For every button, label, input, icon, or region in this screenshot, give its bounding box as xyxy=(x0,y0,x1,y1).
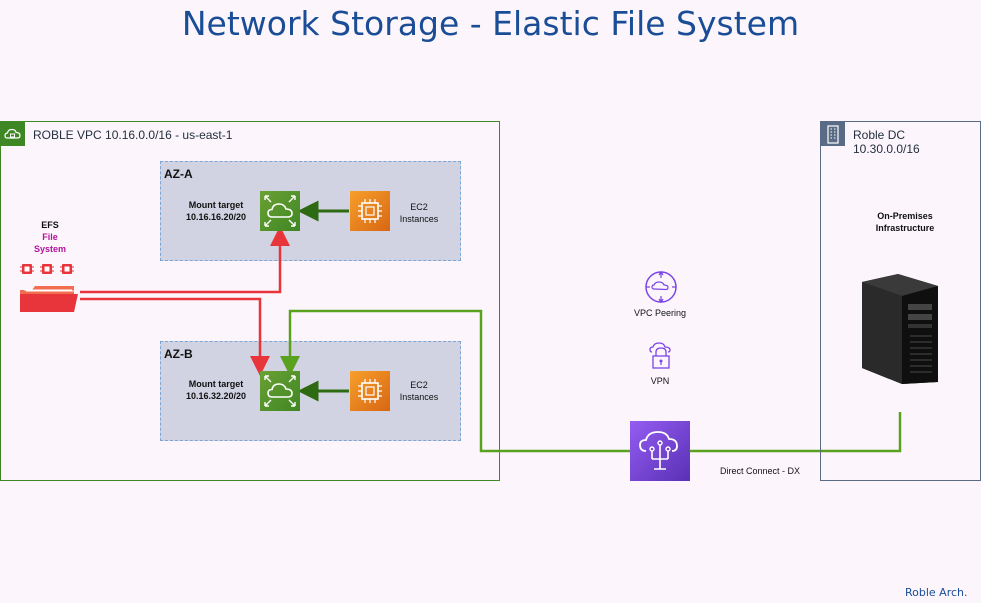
credit-label: Roble Arch. xyxy=(905,586,968,599)
data-center-cidr: 10.30.0.0/16 xyxy=(853,142,920,156)
az-a-mount-ip: 10.16.16.20/20 xyxy=(185,212,247,222)
vpc-label: ROBLE VPC 10.16.0.0/16 - us-east-1 xyxy=(33,128,233,142)
az-b-mount-target-title: Mount target xyxy=(188,379,244,389)
dx-link xyxy=(280,309,902,453)
efs-file-system-label: EFS File System xyxy=(25,219,75,255)
vpn-label: VPN xyxy=(650,376,670,386)
vpn-icon xyxy=(649,342,671,369)
az-a-label: AZ-A xyxy=(164,167,193,181)
efs-link-az-a xyxy=(80,226,290,294)
az-b-ec2-label: EC2 Instances xyxy=(399,379,439,403)
vpc-group: ROBLE VPC 10.16.0.0/16 - us-east-1 xyxy=(0,121,500,481)
efs-label-line2: File System xyxy=(33,232,67,254)
on-premises-label: On-Premises Infrastructure xyxy=(845,210,965,234)
server-icon xyxy=(862,274,938,384)
direct-connect-icon xyxy=(630,421,690,481)
az-a-ec2-line1: EC2 xyxy=(410,202,428,212)
az-b-ec2-line2: Instances xyxy=(399,392,439,402)
data-center-name: Roble DC xyxy=(853,128,906,142)
efs-link-az-b xyxy=(80,297,270,376)
efs-icon xyxy=(260,371,300,411)
ec2-icon xyxy=(350,191,390,231)
building-icon xyxy=(821,122,845,146)
az-b-label: AZ-B xyxy=(164,347,193,361)
az-b-ec2-line1: EC2 xyxy=(410,380,428,390)
on-premises-line2: Infrastructure xyxy=(875,223,935,233)
diagram-title: Network Storage - Elastic File System xyxy=(181,4,800,43)
cloud-lock-icon xyxy=(1,122,25,146)
az-b-mount-ip: 10.16.32.20/20 xyxy=(185,391,247,401)
vpc-peering-label: VPC Peering xyxy=(633,308,687,318)
file-system-icon xyxy=(20,264,78,312)
az-b-mount-target-label: Mount target 10.16.32.20/20 xyxy=(171,378,261,402)
az-a-mount-target-label: Mount target 10.16.16.20/20 xyxy=(171,199,261,223)
efs-icon xyxy=(260,191,300,231)
direct-connect-label: Direct Connect - DX xyxy=(719,466,801,476)
on-premises-line1: On-Premises xyxy=(877,211,933,221)
data-center-label: Roble DC 10.30.0.0/16 xyxy=(853,128,920,156)
az-a-ec2-line2: Instances xyxy=(399,214,439,224)
efs-label-line1: EFS xyxy=(41,220,59,230)
az-a-mount-target-title: Mount target xyxy=(188,200,244,210)
az-a-ec2-label: EC2 Instances xyxy=(399,201,439,225)
vpc-peering-icon xyxy=(645,270,677,304)
ec2-icon xyxy=(350,371,390,411)
